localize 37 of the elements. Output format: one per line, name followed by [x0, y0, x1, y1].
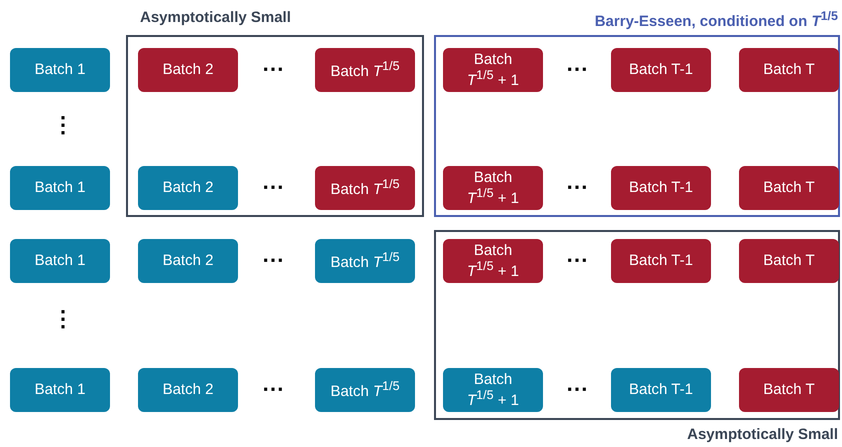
- batch-box: Batch 1: [10, 48, 110, 92]
- horizontal-ellipsis: ⋯: [566, 249, 588, 271]
- batch-box: Batch T$^{1/5}$ + 1: [443, 166, 543, 210]
- vertical-ellipsis: ⋮: [52, 114, 74, 136]
- batch-box: Batch T-1: [611, 48, 711, 92]
- batch-box: Batch 1: [10, 166, 110, 210]
- batch-box: Batch T: [739, 239, 839, 283]
- horizontal-ellipsis: ⋯: [262, 249, 284, 271]
- batch-box: Batch T$^{1/5}$ + 1: [443, 48, 543, 92]
- batch-box: Batch T-1: [611, 239, 711, 283]
- horizontal-ellipsis: ⋯: [566, 176, 588, 198]
- batch-box: Batch T$^{1/5}$: [315, 48, 415, 92]
- batch-box: Batch T: [739, 48, 839, 92]
- batch-box: Batch T$^{1/5}$ + 1: [443, 239, 543, 283]
- batch-box: Batch 2: [138, 166, 238, 210]
- batch-box: Batch 2: [138, 239, 238, 283]
- horizontal-ellipsis: ⋯: [262, 58, 284, 80]
- batch-box: Batch T$^{1/5}$ + 1: [443, 368, 543, 412]
- batch-box: Batch T: [739, 166, 839, 210]
- batch-box: Batch 2: [138, 48, 238, 92]
- batch-box: Batch 2: [138, 368, 238, 412]
- group-heading: Asymptotically Small: [687, 426, 838, 443]
- batch-box: Batch T-1: [611, 166, 711, 210]
- horizontal-ellipsis: ⋯: [566, 58, 588, 80]
- batch-box: Batch T$^{1/5}$: [315, 368, 415, 412]
- vertical-ellipsis: ⋮: [52, 308, 74, 330]
- batch-box: Batch T-1: [611, 368, 711, 412]
- batch-box: Batch T: [739, 368, 839, 412]
- group-heading: Barry-Esseen, conditioned on T$^{1/5}$: [594, 9, 838, 30]
- horizontal-ellipsis: ⋯: [262, 378, 284, 400]
- batch-box: Batch T$^{1/5}$: [315, 166, 415, 210]
- batch-box: Batch 1: [10, 239, 110, 283]
- batch-box: Batch 1: [10, 368, 110, 412]
- horizontal-ellipsis: ⋯: [566, 378, 588, 400]
- group-heading: Asymptotically Small: [140, 9, 291, 26]
- horizontal-ellipsis: ⋯: [262, 176, 284, 198]
- batch-box: Batch T$^{1/5}$: [315, 239, 415, 283]
